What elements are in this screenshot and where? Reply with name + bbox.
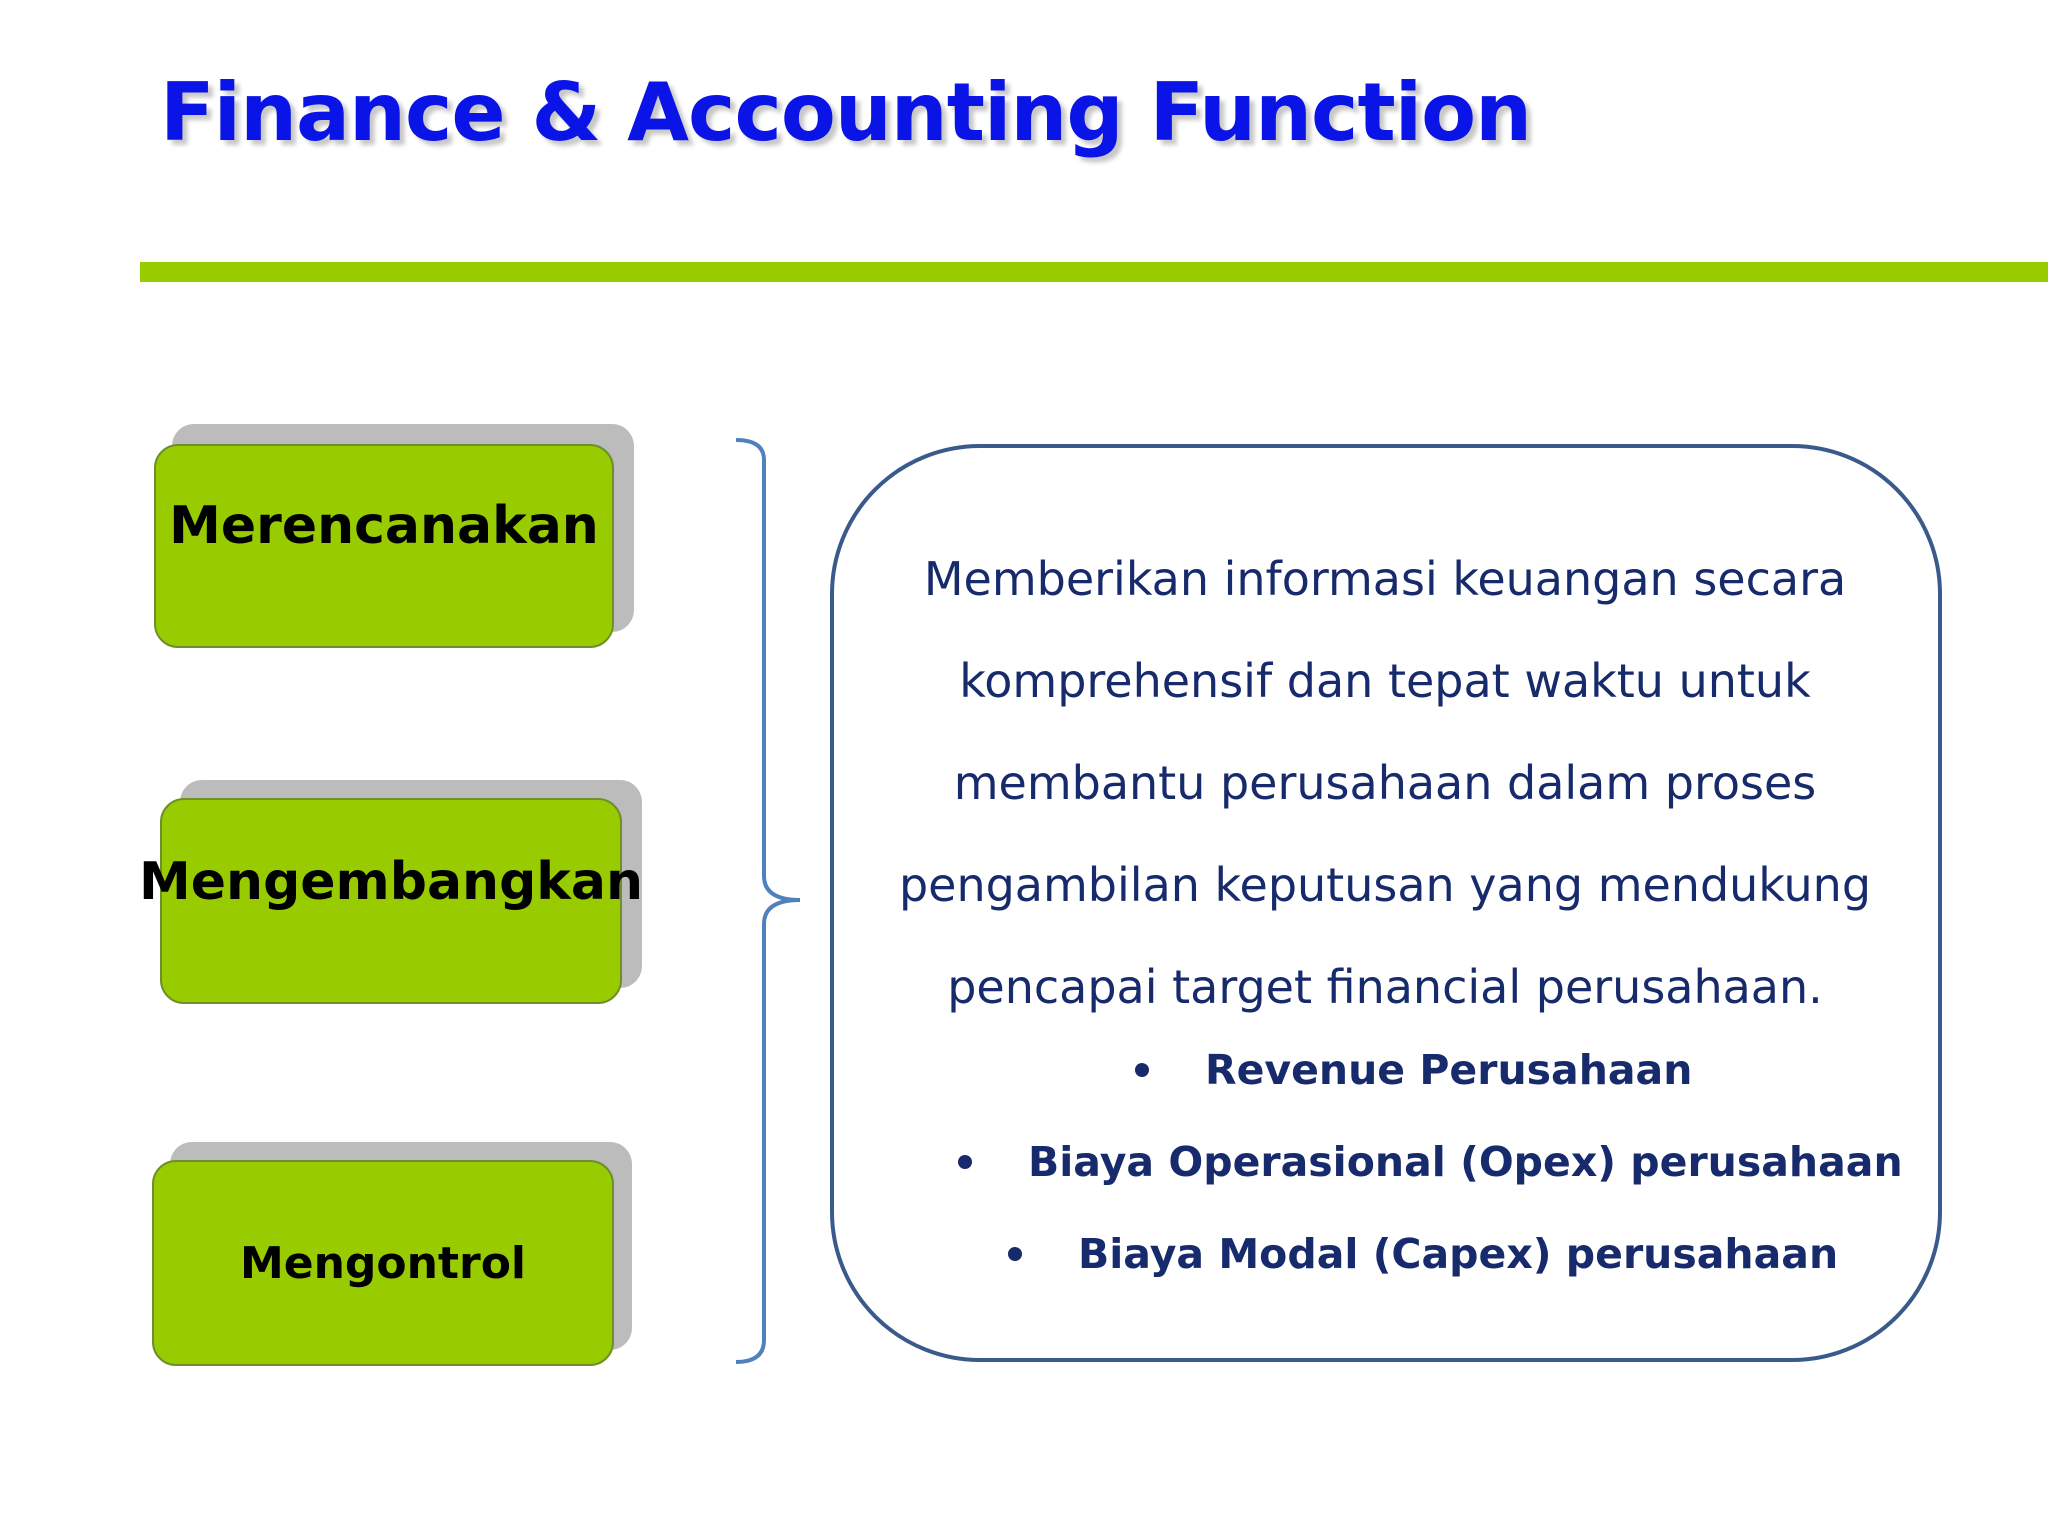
bullet-text: Biaya Modal (Capex) perusahaan bbox=[1078, 1230, 1839, 1278]
bullet-item: Revenue Perusahaan bbox=[1135, 1046, 1692, 1094]
slide-title: Finance & Accounting Function bbox=[160, 66, 1532, 159]
bullet-dot-icon bbox=[1008, 1247, 1022, 1261]
function-box-merencanakan: Merencanakan bbox=[154, 444, 614, 648]
description-line: pengambilan keputusan yang mendukung bbox=[898, 858, 1872, 912]
description-line: pencapai target financial perusahaan. bbox=[947, 960, 1823, 1014]
function-label: Merencanakan bbox=[169, 496, 599, 556]
bullet-text: Revenue Perusahaan bbox=[1205, 1046, 1693, 1094]
function-box-mengontrol: Mengontrol bbox=[152, 1160, 614, 1366]
bullet-dot-icon bbox=[958, 1155, 972, 1169]
function-box-mengembangkan: Mengembangkan bbox=[139, 798, 643, 1004]
description-text: Memberikan informasi keuangan secara kom… bbox=[870, 528, 1900, 1038]
description-line: membantu perusahaan dalam proses bbox=[953, 756, 1817, 810]
function-label: Mengembangkan bbox=[139, 852, 643, 912]
bullet-dot-icon bbox=[1135, 1063, 1149, 1077]
function-label: Mengontrol bbox=[239, 1237, 527, 1289]
bracket-connector bbox=[735, 438, 801, 1364]
title-divider bbox=[140, 262, 2048, 282]
bullet-text: Biaya Operasional (Opex) perusahaan bbox=[1028, 1138, 1903, 1186]
bullet-item: Biaya Modal (Capex) perusahaan bbox=[1008, 1230, 1838, 1278]
description-line: Memberikan informasi keuangan secara bbox=[923, 552, 1847, 606]
description-line: komprehensif dan tepat waktu untuk bbox=[959, 654, 1811, 708]
description-panel bbox=[830, 444, 1942, 1362]
bullet-item: Biaya Operasional (Opex) perusahaan bbox=[958, 1138, 1903, 1186]
